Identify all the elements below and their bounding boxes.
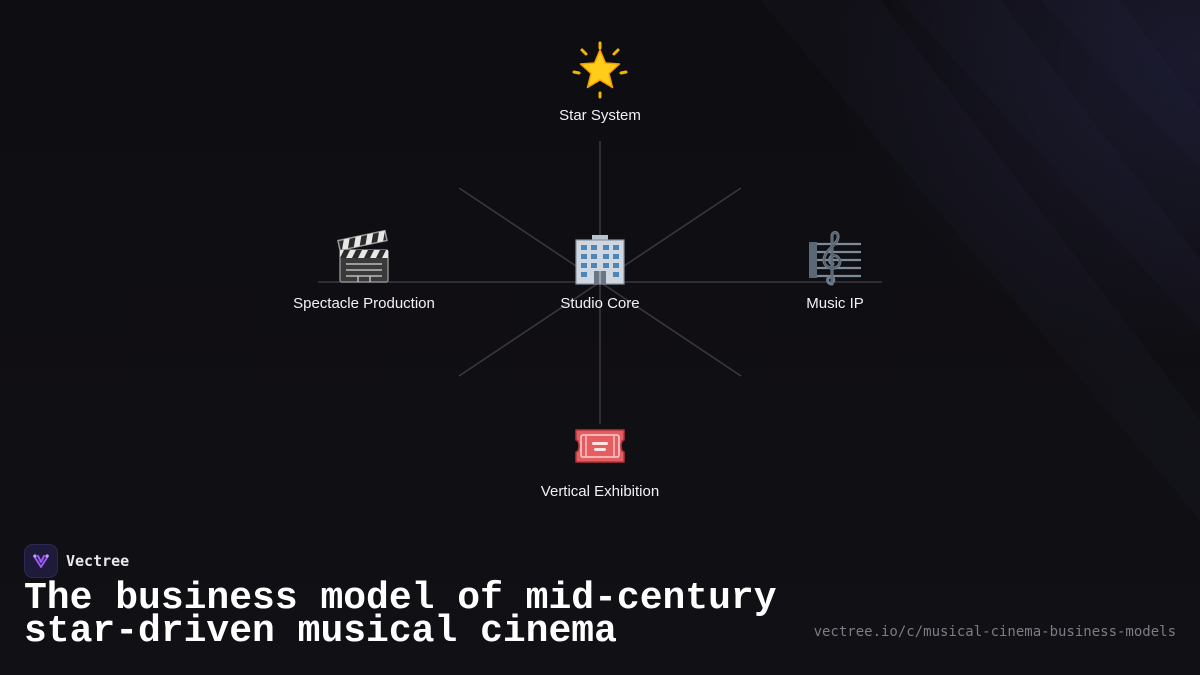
vectree-logo-icon (24, 544, 58, 578)
office-building-icon (575, 235, 625, 285)
admission-ticket-icon (575, 429, 625, 463)
brand-name: Vectree (66, 552, 130, 570)
page-title: The business model of mid-century star-d… (24, 580, 804, 651)
clapperboard-icon (337, 229, 389, 283)
business-model-diagram: Star System Spec (254, 40, 945, 502)
vectree-mark-icon (33, 554, 49, 568)
node-spectacle-production: Spectacle Production (254, 228, 474, 314)
brand: Vectree (24, 544, 129, 578)
node-star-system: Star System (490, 40, 710, 126)
musical-score-icon (809, 231, 861, 286)
node-label-studio-core: Studio Core (560, 295, 640, 312)
node-studio-core: Studio Core (490, 228, 710, 314)
page-title-line-1: The business model of mid-century (24, 577, 777, 620)
node-label-music-ip: Music IP (806, 295, 864, 312)
node-label-vertical-exhibition: Vertical Exhibition (540, 483, 660, 500)
node-label-spectacle-production: Spectacle Production (293, 295, 435, 312)
node-label-star-system: Star System (559, 107, 641, 124)
page-title-line-2: star-driven musical cinema (24, 610, 617, 653)
node-vertical-exhibition: Vertical Exhibition (490, 416, 710, 502)
node-music-ip: Music IP (725, 228, 945, 314)
source-url[interactable]: vectree.io/c/musical-cinema-business-mod… (813, 624, 1176, 640)
star-icon (572, 41, 628, 99)
